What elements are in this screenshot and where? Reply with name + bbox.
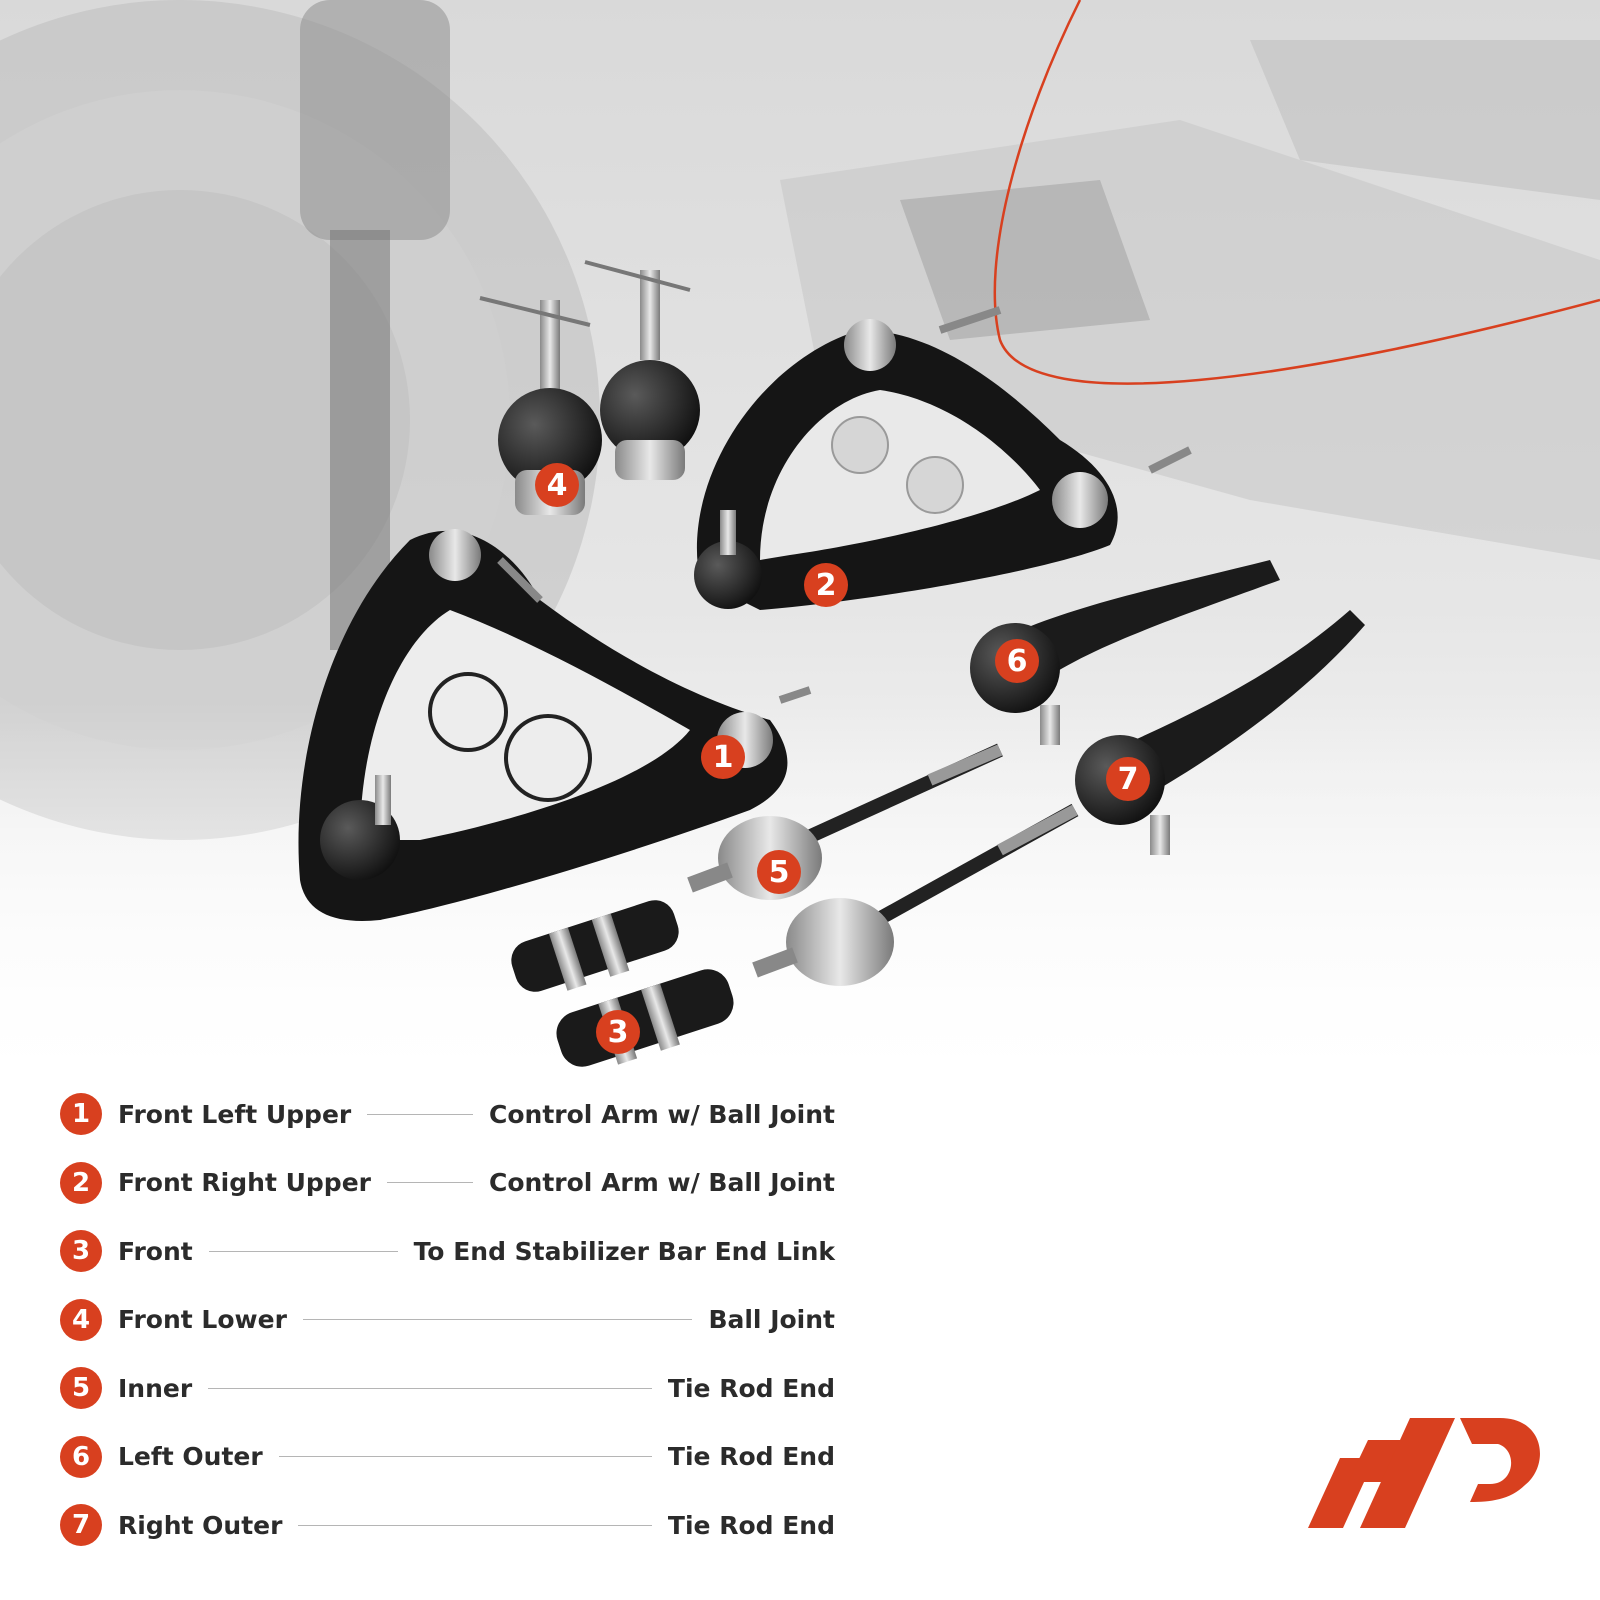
callout-5: 5 (757, 850, 801, 894)
brand-logo-icon (1308, 1418, 1540, 1528)
callout-number: 7 (1118, 762, 1139, 797)
legend-part-label: Ball Joint (708, 1305, 835, 1335)
callout-number: 5 (769, 855, 790, 890)
legend-leader-line (367, 1113, 474, 1115)
right-upper-control-arm (694, 306, 1192, 610)
legend-leader-line (386, 1182, 474, 1184)
legend-position-label: Front Left Upper (118, 1099, 352, 1129)
legend-number-badge: 2 (60, 1161, 102, 1204)
legend-position-label: Front Right Upper (118, 1168, 371, 1198)
callout-markers: 1 2 3 4 5 6 7 (535, 463, 1150, 1054)
legend-row: 4 Front Lower Ball Joint (60, 1286, 835, 1355)
legend-position-label: Front Lower (118, 1305, 287, 1335)
legend-position-label: Inner (118, 1373, 193, 1403)
legend-leader-line (208, 1250, 398, 1252)
callout-badge (701, 735, 745, 779)
callout-4: 4 (535, 463, 579, 507)
legend-leader-line (208, 1387, 652, 1389)
callout-number: 2 (816, 568, 837, 603)
legend-number-badge: 4 (60, 1298, 102, 1341)
legend-row: 6 Left Outer Tie Rod End (60, 1423, 835, 1492)
legend-number-badge: 1 (60, 1093, 102, 1136)
legend-position-label: Front (118, 1236, 193, 1266)
callout-badge (1106, 757, 1150, 801)
legend-number-badge: 7 (60, 1504, 102, 1547)
legend-part-label: To End Stabilizer Bar End Link (413, 1236, 835, 1266)
legend-part-label: Control Arm w/ Ball Joint (489, 1168, 835, 1198)
legend-number-badge: 3 (60, 1230, 102, 1273)
callout-badge (995, 639, 1039, 683)
callout-1: 1 (701, 735, 745, 779)
legend-number-badge: 6 (60, 1435, 102, 1478)
callout-3: 3 (596, 1010, 640, 1054)
callout-badge (804, 563, 848, 607)
legend-leader-line (302, 1319, 693, 1321)
legend-position-label: Right Outer (118, 1510, 283, 1540)
legend-leader-line (298, 1524, 652, 1526)
legend-row: 2 Front Right Upper Control Arm w/ Ball Jo… (60, 1149, 835, 1218)
callout-badge (596, 1010, 640, 1054)
callout-2: 2 (804, 563, 848, 607)
callout-7: 7 (1106, 757, 1150, 801)
legend-part-label: Tie Rod End (667, 1510, 835, 1540)
legend-part-label: Control Arm w/ Ball Joint (489, 1099, 835, 1129)
legend-row: 5 Inner Tie Rod End (60, 1354, 835, 1423)
legend-position-label: Left Outer (118, 1442, 263, 1472)
legend-row: 1 Front Left Upper Control Arm w/ Ball Joi… (60, 1080, 835, 1149)
legend-part-label: Tie Rod End (667, 1442, 835, 1472)
legend-row: 7 Right Outer Tie Rod End (60, 1491, 835, 1560)
left-upper-control-arm (298, 529, 812, 921)
callout-number: 6 (1007, 644, 1028, 679)
callout-6: 6 (995, 639, 1039, 683)
legend-part-label: Tie Rod End (667, 1373, 835, 1403)
callout-number: 3 (608, 1015, 629, 1050)
legend-number-badge: 5 (60, 1367, 102, 1410)
legend-leader-line (278, 1456, 652, 1458)
legend-row: 3 Front To End Stabilizer Bar End Link (60, 1217, 835, 1286)
callout-number: 4 (547, 468, 568, 503)
callout-badge (757, 850, 801, 894)
callout-number: 1 (713, 740, 734, 775)
callout-badge (535, 463, 579, 507)
